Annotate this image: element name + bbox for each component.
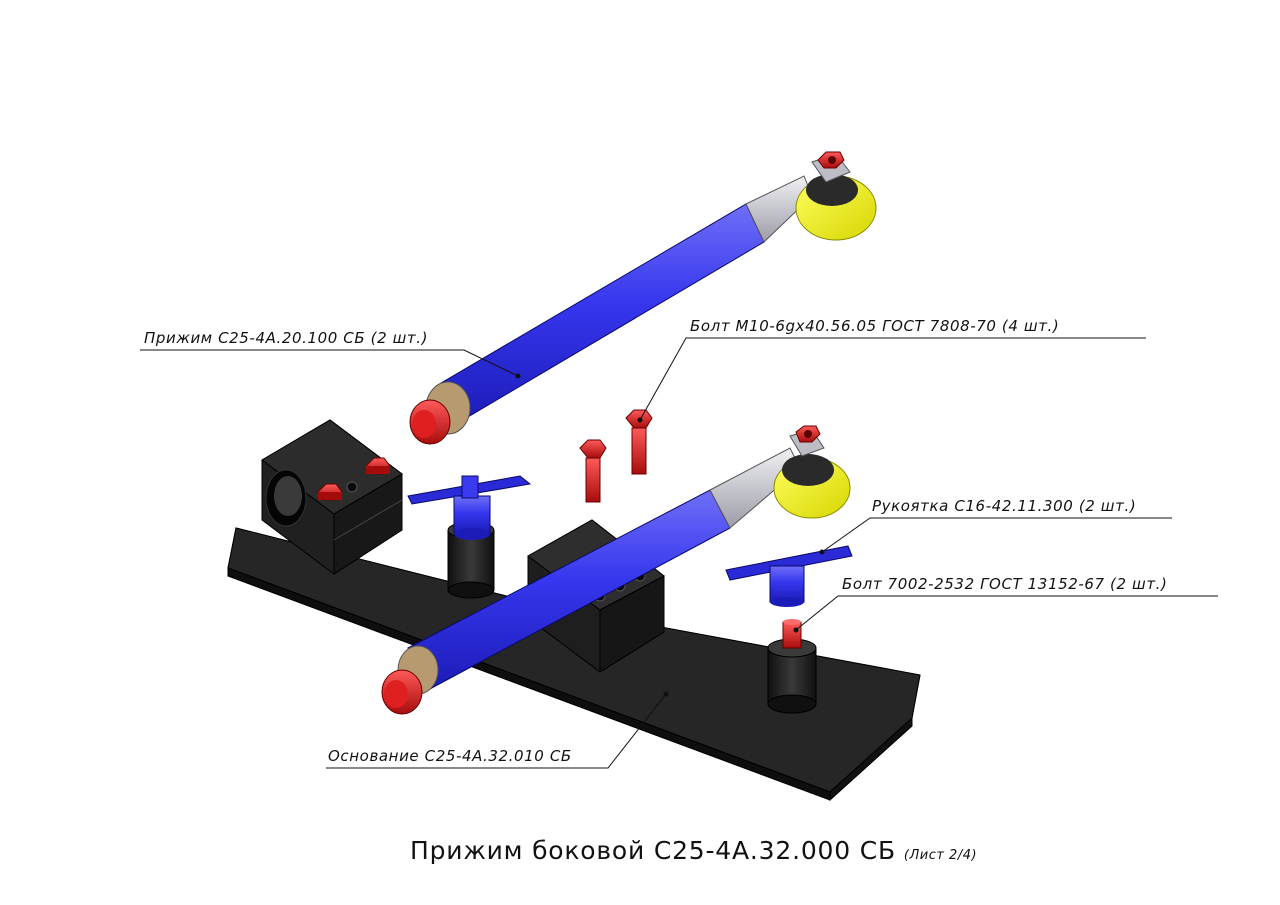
handle-icon (407, 475, 532, 540)
callout-handle: Рукоятка С16-42.11.300 (2 шт.) (872, 497, 1137, 515)
handle-icon (725, 545, 853, 607)
leader-lines (140, 337, 1218, 769)
bolt-7002-icon (782, 619, 802, 649)
callout-base: Основание С25-4А.32.010 СБ (328, 747, 572, 765)
bolt-m10-icon (579, 439, 607, 503)
callout-clamp: Прижим С25-4А.20.100 СБ (2 шт.) (144, 329, 429, 347)
nut-icon (317, 483, 343, 501)
left-support-block (261, 419, 403, 575)
drawing-title: Прижим боковой С25-4А.32.000 СБ (Лист 2/4… (410, 836, 977, 865)
upper-clamp (409, 151, 877, 445)
lower-clamp (381, 425, 851, 715)
title-main: Прижим боковой С25-4А.32.000 СБ (410, 836, 896, 865)
title-sheet: (Лист 2/4) (903, 848, 978, 863)
callout-bolt-m10: Болт М10-6gx40.56.05 ГОСТ 7808-70 (4 шт.… (690, 317, 1060, 335)
nut-icon (365, 457, 391, 475)
callout-bolt-7002: Болт 7002-2532 ГОСТ 13152-67 (2 шт.) (842, 575, 1168, 593)
right-post (767, 638, 817, 714)
